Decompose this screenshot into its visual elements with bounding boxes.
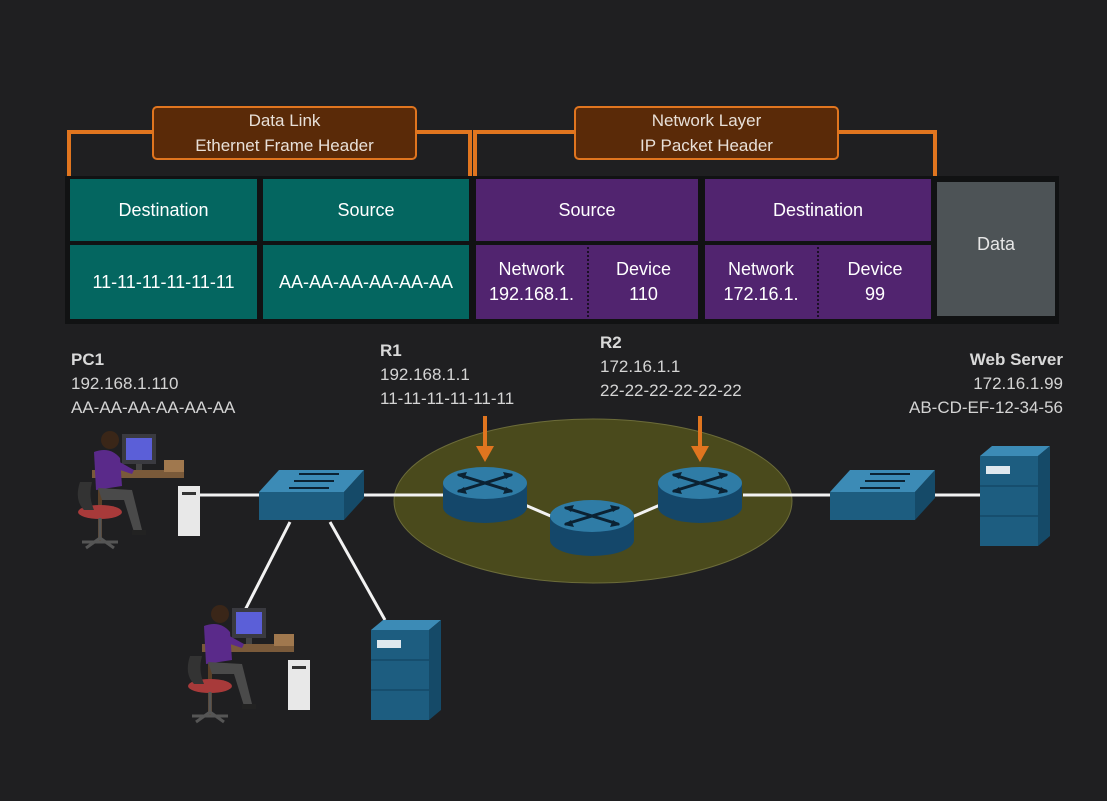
ip-destination-network: Network 172.16.1. [705, 257, 817, 307]
data-cell: Data [937, 182, 1055, 316]
ip-source-device: Device 110 [586, 247, 698, 317]
eth-destination-value: 11-11-11-11-11-11 [70, 245, 257, 319]
pc1-icon[interactable] [76, 429, 202, 550]
ip-source-header: Source [476, 179, 698, 241]
pc1-mac: AA-AA-AA-AA-AA-AA [71, 398, 236, 417]
eth-source-header: Source [263, 179, 469, 241]
pc-user-icon[interactable] [186, 603, 312, 724]
r2-label: R2 172.16.1.1 22-22-22-22-22-22 [600, 331, 742, 403]
r1-arrow [476, 416, 494, 462]
r2-mac: 22-22-22-22-22-22 [600, 381, 742, 400]
datalink-header-line1: Data Link [248, 111, 321, 130]
web-server-ip: 172.16.1.99 [973, 374, 1063, 393]
ip-source-device-value: 110 [629, 284, 658, 304]
ip-destination-header: Destination [705, 179, 931, 241]
network-header-box: Network Layer IP Packet Header [574, 106, 839, 160]
web-server-name: Web Server [969, 350, 1063, 369]
ip-destination-device: Device 99 [817, 247, 931, 317]
header-brackets [67, 130, 937, 176]
ip-source-network-label: Network [498, 259, 565, 279]
r2-ip: 172.16.1.1 [600, 357, 681, 376]
ip-source-value: Network 192.168.1. Device 110 [476, 245, 698, 319]
ip-destination-device-value: 99 [864, 284, 886, 304]
ip-destination-device-label: Device [847, 259, 903, 279]
r1-mac: 11-11-11-11-11-11 [380, 389, 515, 408]
r1-ip: 192.168.1.1 [380, 365, 470, 384]
r1-label: R1 192.168.1.1 11-11-11-11-11-11 [380, 339, 514, 411]
r1-name: R1 [380, 341, 402, 360]
local-server-icon[interactable] [370, 619, 442, 721]
router-middle-icon[interactable] [548, 498, 636, 558]
web-server-icon[interactable] [979, 445, 1051, 547]
eth-source-value: AA-AA-AA-AA-AA-AA [263, 245, 469, 319]
ip-destination-network-label: Network [727, 259, 794, 279]
r2-name: R2 [600, 333, 622, 352]
ip-source-network-value: 192.168.1. [488, 284, 575, 304]
r2-router-icon[interactable] [656, 465, 744, 525]
switch-right-icon[interactable] [829, 469, 936, 521]
links [200, 493, 985, 621]
datalink-header-line2: Ethernet Frame Header [195, 136, 374, 155]
r1-router-icon[interactable] [441, 465, 529, 525]
pc1-label: PC1 192.168.1.110 AA-AA-AA-AA-AA-AA [71, 348, 235, 420]
ip-source-device-label: Device [615, 259, 671, 279]
topology [76, 416, 1051, 724]
switch-left-icon[interactable] [258, 469, 365, 521]
pc1-name: PC1 [71, 350, 105, 369]
network-header-line1: Network Layer [651, 111, 762, 130]
web-server-mac: AB-CD-EF-12-34-56 [909, 398, 1063, 417]
ip-source-network: Network 192.168.1. [476, 257, 587, 307]
ip-destination-value: Network 172.16.1. Device 99 [705, 245, 931, 319]
r2-arrow [691, 416, 709, 462]
web-server-label: Web Server 172.16.1.99 AB-CD-EF-12-34-56 [909, 348, 1063, 420]
eth-destination-header: Destination [70, 179, 257, 241]
network-header-line2: IP Packet Header [640, 136, 773, 155]
ip-destination-network-value: 172.16.1. [723, 284, 799, 304]
pc1-ip: 192.168.1.110 [71, 374, 179, 393]
datalink-header-box: Data Link Ethernet Frame Header [152, 106, 417, 160]
